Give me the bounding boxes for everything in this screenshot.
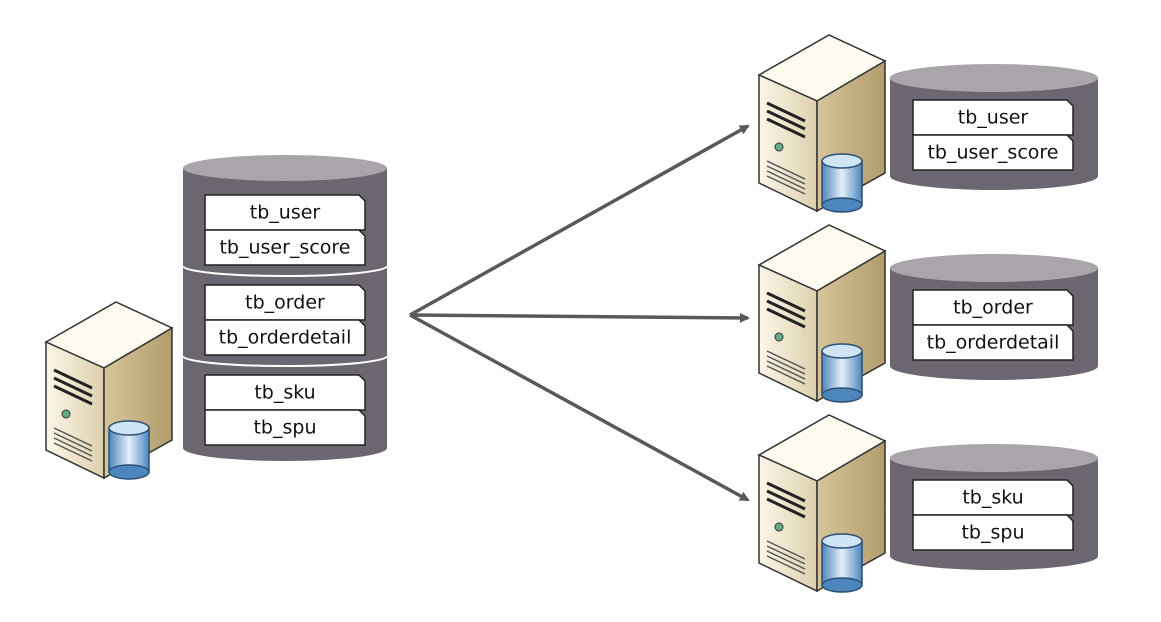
- source-table: tb_user_score: [204, 229, 366, 266]
- source-table: tb_spu: [204, 409, 366, 446]
- table-name: tb_order: [245, 292, 325, 314]
- table-name: tb_spu: [253, 417, 316, 439]
- source-table: tb_orderdetail: [204, 319, 366, 356]
- table-name: tb_user: [250, 202, 321, 224]
- table-name: tb_user: [958, 107, 1029, 129]
- source-table: tb_order: [204, 284, 366, 321]
- target-table: tb_order: [912, 289, 1074, 326]
- table-name: tb_sku: [962, 487, 1023, 509]
- table-name: tb_user_score: [927, 142, 1058, 164]
- arrow-to-server-3: [409, 313, 750, 502]
- target-table: tb_user_score: [912, 134, 1074, 171]
- table-name: tb_order: [953, 297, 1033, 319]
- arrow-to-server-2: [409, 312, 750, 323]
- table-name: tb_orderdetail: [927, 332, 1060, 354]
- target-server-3-icon: [757, 413, 887, 594]
- target-server-1-icon: [757, 33, 887, 214]
- target-table: tb_spu: [912, 514, 1074, 551]
- table-name: tb_user_score: [219, 237, 350, 259]
- arrow-to-server-1: [409, 124, 750, 317]
- source-table: tb_user: [204, 194, 366, 231]
- table-name: tb_orderdetail: [219, 327, 352, 349]
- table-name: tb_sku: [254, 382, 315, 404]
- target-table: tb_sku: [912, 479, 1074, 516]
- source-table: tb_sku: [204, 374, 366, 411]
- target-server-2-icon: [757, 223, 887, 404]
- target-table: tb_user: [912, 99, 1074, 136]
- table-name: tb_spu: [961, 522, 1024, 544]
- arrows: [409, 124, 750, 502]
- target-table: tb_orderdetail: [912, 324, 1074, 361]
- source-server-icon: [44, 300, 174, 481]
